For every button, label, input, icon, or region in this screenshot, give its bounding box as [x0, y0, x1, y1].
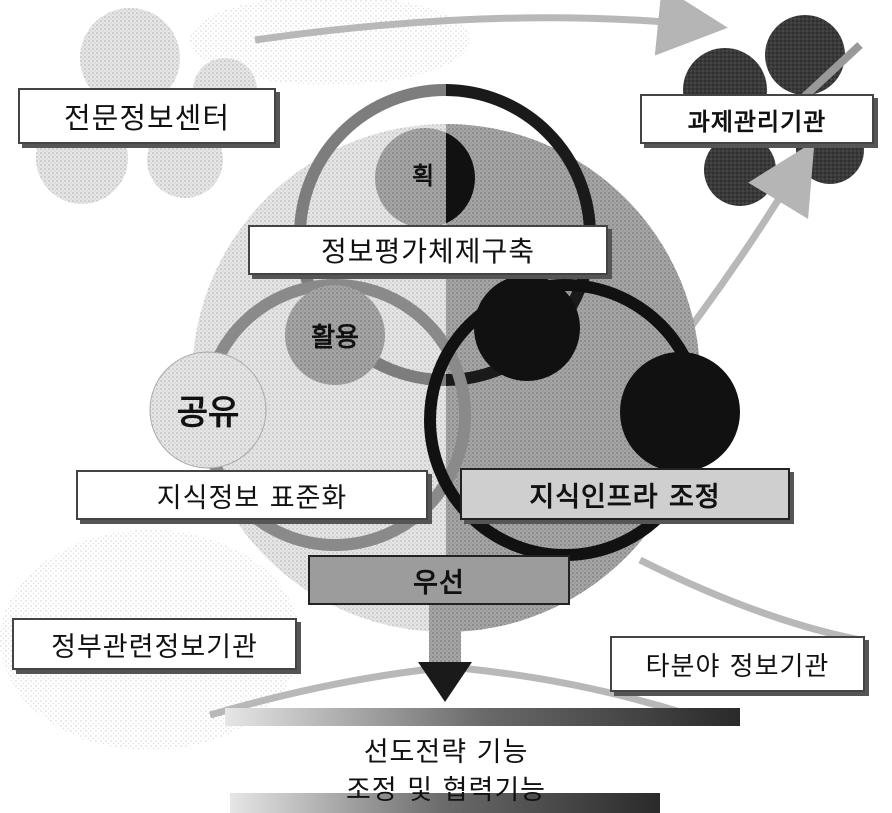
bottom-bar	[230, 793, 660, 813]
stem-arrowhead	[418, 662, 472, 702]
node-top-label: 획	[412, 162, 434, 190]
arrow-left-lower	[209, 664, 441, 719]
node-use	[285, 285, 385, 385]
node-top-right	[446, 132, 475, 224]
node-share-label: 공유	[177, 393, 240, 433]
infra-coordination-box: 지식인프라 조정	[460, 468, 790, 520]
stem-arrow	[418, 600, 472, 702]
nodes	[149, 128, 740, 472]
stem-shaft	[429, 600, 461, 662]
node-use-label: 활용	[311, 323, 359, 353]
standardization-box: 지식정보 표준화	[76, 470, 428, 520]
flower-petal	[80, 8, 180, 108]
priority-box: 우선	[308, 555, 570, 605]
node-right-upper	[474, 275, 580, 381]
lead-strategy-function: 선도전략 기능	[363, 737, 529, 768]
base-bar	[225, 708, 740, 726]
arrow-right-lower	[638, 556, 861, 644]
node-top-left	[375, 128, 446, 228]
node-share	[149, 351, 267, 469]
node-right-lower	[620, 352, 740, 472]
cluster-ball	[765, 15, 845, 95]
coordination-cooperation-function: 조정 및 협력기능	[345, 775, 547, 806]
arrow-top	[254, 0, 728, 56]
org-box-top-right: 과제관리기관	[640, 94, 874, 144]
org-box-bottom-right: 타분야 정보기관	[610, 636, 865, 692]
arrow-right-bottom	[459, 664, 692, 719]
org-box-top-left: 전문정보센터	[18, 88, 276, 144]
eval-system-box: 정보평가체제구축	[248, 225, 608, 275]
cluster-ball	[704, 134, 776, 206]
org-box-bottom-left: 정부관련정보기관	[12, 618, 297, 670]
